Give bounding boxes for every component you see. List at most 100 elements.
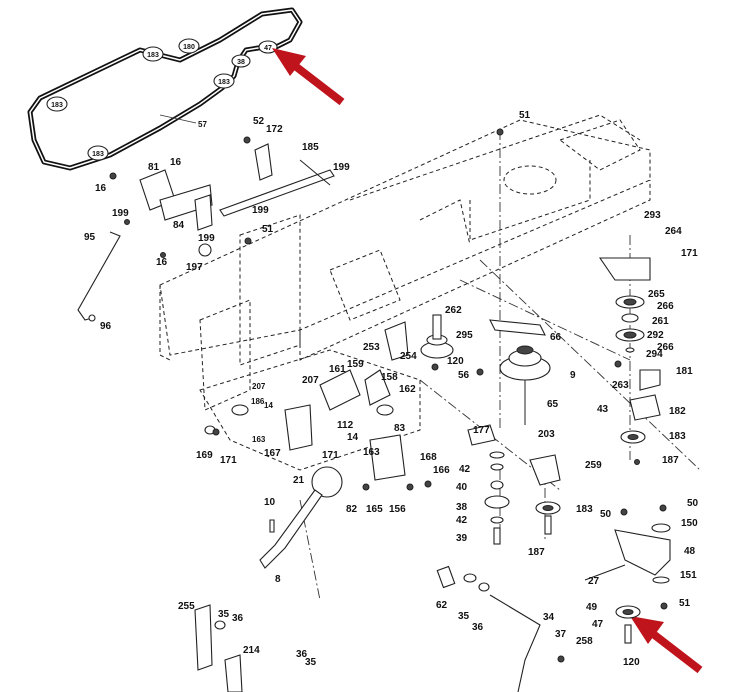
callout: 163 [363, 447, 380, 458]
callout: 203 [538, 429, 555, 440]
callout: 187 [528, 547, 545, 558]
callout: 182 [669, 406, 686, 417]
callout: 167 [264, 448, 281, 459]
callout: 112 [337, 420, 354, 431]
callout: 185 [302, 142, 319, 153]
callout: 120 [623, 657, 640, 668]
callout: 34 [543, 612, 555, 623]
callout: 120 [447, 356, 464, 367]
callout: 51 [679, 598, 691, 609]
belt-pulley: 183 [87, 145, 109, 161]
callout: 199 [112, 208, 129, 219]
callout: 162 [399, 384, 416, 395]
pulley-183-lower [529, 454, 561, 535]
callout: 82 [346, 504, 358, 515]
callout: 81 [148, 162, 160, 173]
callout: 10 [264, 497, 276, 508]
callout: 163 [252, 435, 266, 444]
callout: 51 [519, 110, 531, 121]
belt-pulley: 183 [142, 46, 164, 62]
belt-routing-inset: 57 183 180 183 38 47 183 183 [27, 7, 303, 171]
callout: 35 [218, 609, 230, 620]
svg-text:183: 183 [218, 79, 230, 86]
belt-pulley: 47 [258, 40, 278, 54]
tensioner-assembly [598, 257, 661, 444]
callout: 56 [458, 370, 470, 381]
callout: 187 [662, 455, 679, 466]
callout: 27 [588, 576, 600, 587]
callout: 50 [687, 498, 699, 509]
callout: 159 [347, 359, 364, 370]
callout: 158 [381, 372, 398, 383]
callout: 21 [293, 475, 305, 486]
callout: 36 [472, 622, 484, 633]
callout: 255 [178, 601, 195, 612]
callout: 207 [302, 375, 319, 386]
linkage-rod-185 [219, 136, 335, 217]
hardware-fasteners [109, 128, 668, 663]
lever-assembly [259, 466, 343, 569]
callout: 14 [347, 432, 359, 443]
callout: 199 [252, 205, 269, 216]
callout: 254 [400, 351, 417, 362]
svg-text:183: 183 [92, 151, 104, 158]
callout: 171 [322, 450, 339, 461]
callout: 43 [597, 404, 609, 415]
callout: 253 [363, 342, 380, 353]
callout: 52 [253, 116, 265, 127]
rod-95 [77, 231, 121, 322]
callout: 16 [156, 257, 168, 268]
callout: 172 [266, 124, 283, 135]
callout: 38 [456, 502, 468, 513]
svg-text:38: 38 [237, 59, 245, 66]
callout: 36 [296, 649, 308, 660]
callout: 199 [333, 162, 350, 173]
belt-label: 57 [198, 120, 207, 129]
callout: 262 [445, 305, 462, 316]
callout: 263 [612, 380, 629, 391]
callout: 150 [681, 518, 698, 529]
callout: 49 [586, 602, 598, 613]
callout: 16 [170, 157, 182, 168]
callout: 42 [456, 515, 468, 526]
callout: 16 [95, 183, 107, 194]
callout: 292 [647, 330, 664, 341]
callout: 171 [681, 248, 698, 259]
engine-pulley-9 [489, 319, 551, 425]
callout: 181 [676, 366, 693, 377]
callout: 183 [576, 504, 593, 515]
callout: 197 [186, 262, 203, 273]
callout: 266 [657, 342, 674, 353]
svg-text:183: 183 [147, 52, 159, 59]
callout: 48 [684, 546, 696, 557]
callout: 84 [173, 220, 185, 231]
callout: 83 [394, 423, 406, 434]
callout: 47 [592, 619, 604, 630]
bracket-assembly-mid [204, 369, 406, 481]
callout: 169 [196, 450, 213, 461]
bracket-48 [584, 523, 671, 644]
plate-255 [194, 604, 243, 692]
callout: 156 [389, 504, 406, 515]
callout: 261 [652, 316, 669, 327]
callout: 168 [420, 452, 437, 463]
callout: 9 [570, 370, 576, 381]
callout: 294 [646, 349, 663, 360]
callout: 293 [644, 210, 661, 221]
callout: 14 [264, 401, 273, 410]
callout: 35 [305, 657, 317, 668]
callout: 264 [665, 226, 682, 237]
svg-text:183: 183 [51, 102, 63, 109]
callout: 165 [366, 504, 383, 515]
pulley-stack-38 [467, 424, 510, 545]
callout: 35 [458, 611, 470, 622]
belt-pulley: 180 [178, 38, 200, 54]
callout: 266 [657, 301, 674, 312]
callout: 151 [680, 570, 697, 581]
callout: 161 [329, 364, 346, 375]
callout: 258 [576, 636, 593, 647]
callout-labels: 52 172 185 199 16 81 16 199 199 51 84 19… [84, 110, 699, 668]
callout: 177 [473, 425, 490, 436]
callout: 166 [433, 465, 450, 476]
pulley-295 [384, 314, 454, 361]
